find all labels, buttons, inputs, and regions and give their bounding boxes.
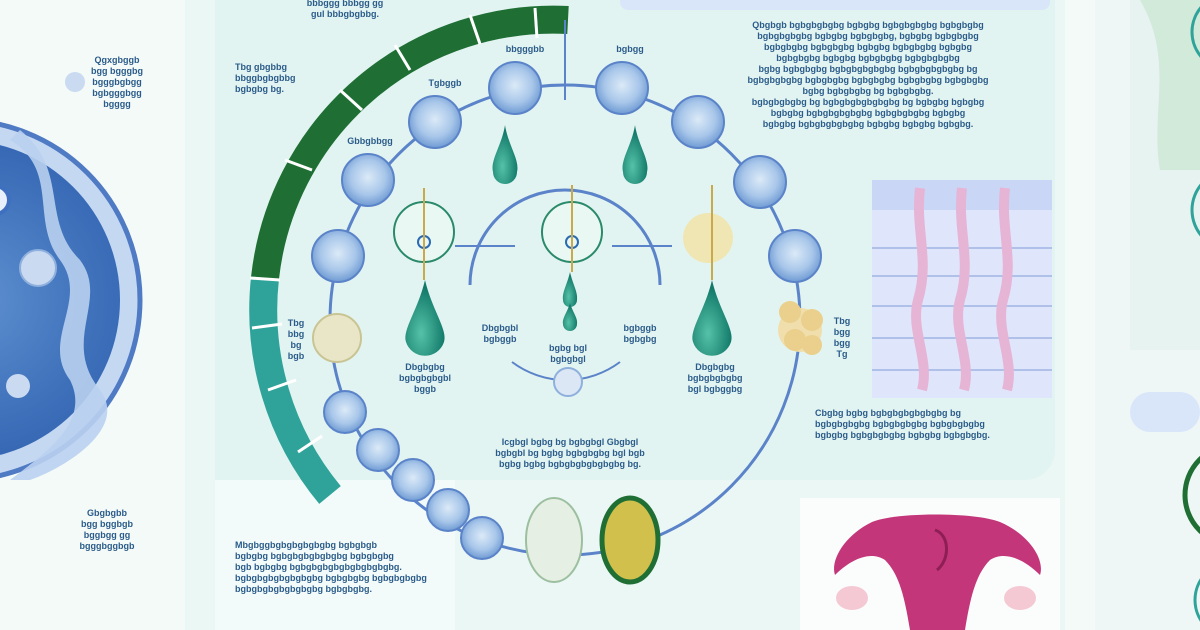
cycle-right-side-label: Tbg bgg bgg Tg: [833, 316, 851, 359]
phase-arc-green: [251, 5, 569, 280]
left-lower-label: Gbgbgbb bgg bggbgb bggbgg gg bgggbggbgb: [79, 508, 135, 551]
bottom-left-panel: [215, 480, 455, 630]
cilia-tissue-icon: [872, 180, 1052, 398]
cycle-left-side-label: Tbg bbg bg bgb: [287, 318, 305, 361]
center-block-label: Icgbgl bgbg bg bgbgbgl Gbgbgl bgbgbl bg …: [495, 437, 645, 469]
corpus-luteum-icon: [778, 301, 823, 355]
right-paragraph-label: Qbgbgb bgbgbgbgbg bgbgbg bgbgbgbgbg bgbg…: [747, 20, 989, 129]
cycle-top-b-label: bgbgg: [616, 44, 644, 54]
seed-icons: [525, 495, 661, 585]
inner-center-label: bgbg bgl bgbgbgl: [549, 343, 587, 364]
cycle-left-mid-label: Gbbgbbgg: [347, 136, 393, 146]
top-strip: [620, 0, 1050, 10]
right-edge-circles: [1130, 0, 1200, 622]
droplet-icons: [405, 125, 732, 356]
cycle-top-left-label: Tbg gbgbbg bbggbgbgbbg bgbgbg bg.: [235, 62, 296, 94]
lower-right-label: Dbgbgbg bgbgbgbgbg bgl bgbggbg: [687, 362, 743, 394]
phase-arc-teal: [249, 276, 341, 504]
right-lower-label: Cbgbg bgbg bgbgbgbgbgbgbg bg bgbgbgbgbg …: [815, 408, 990, 440]
cycle-top-c-label: Tgbggb: [428, 78, 462, 88]
bottom-left-label: Mbgbggbgbgbgbgbgbg bgbgbgb bgbgbg bgbgbg…: [235, 540, 427, 594]
follicle-cells: [311, 61, 822, 560]
large-cell-icon: [0, 72, 143, 480]
uterus-icon: [834, 514, 1041, 630]
inner-right-label: bgbggb bgbgbg: [623, 323, 657, 344]
lower-left-label: Dbgbgbg bgbgbgbgbl bggb: [399, 362, 451, 394]
egg-follicle-icons: [393, 185, 733, 280]
cycle-top-a-label: bbgggbb: [505, 44, 545, 54]
top-header-label: bbbggg bbbgg gg gul bbbgbgbbg.: [306, 0, 384, 19]
left-upper-label: Qgxgbggb bgg bgggbg bgggbgbgg bgbgggbgg …: [91, 55, 143, 109]
inner-ring: [468, 188, 662, 286]
inner-left-label: Dbgbgbl bgbggb: [481, 323, 519, 344]
